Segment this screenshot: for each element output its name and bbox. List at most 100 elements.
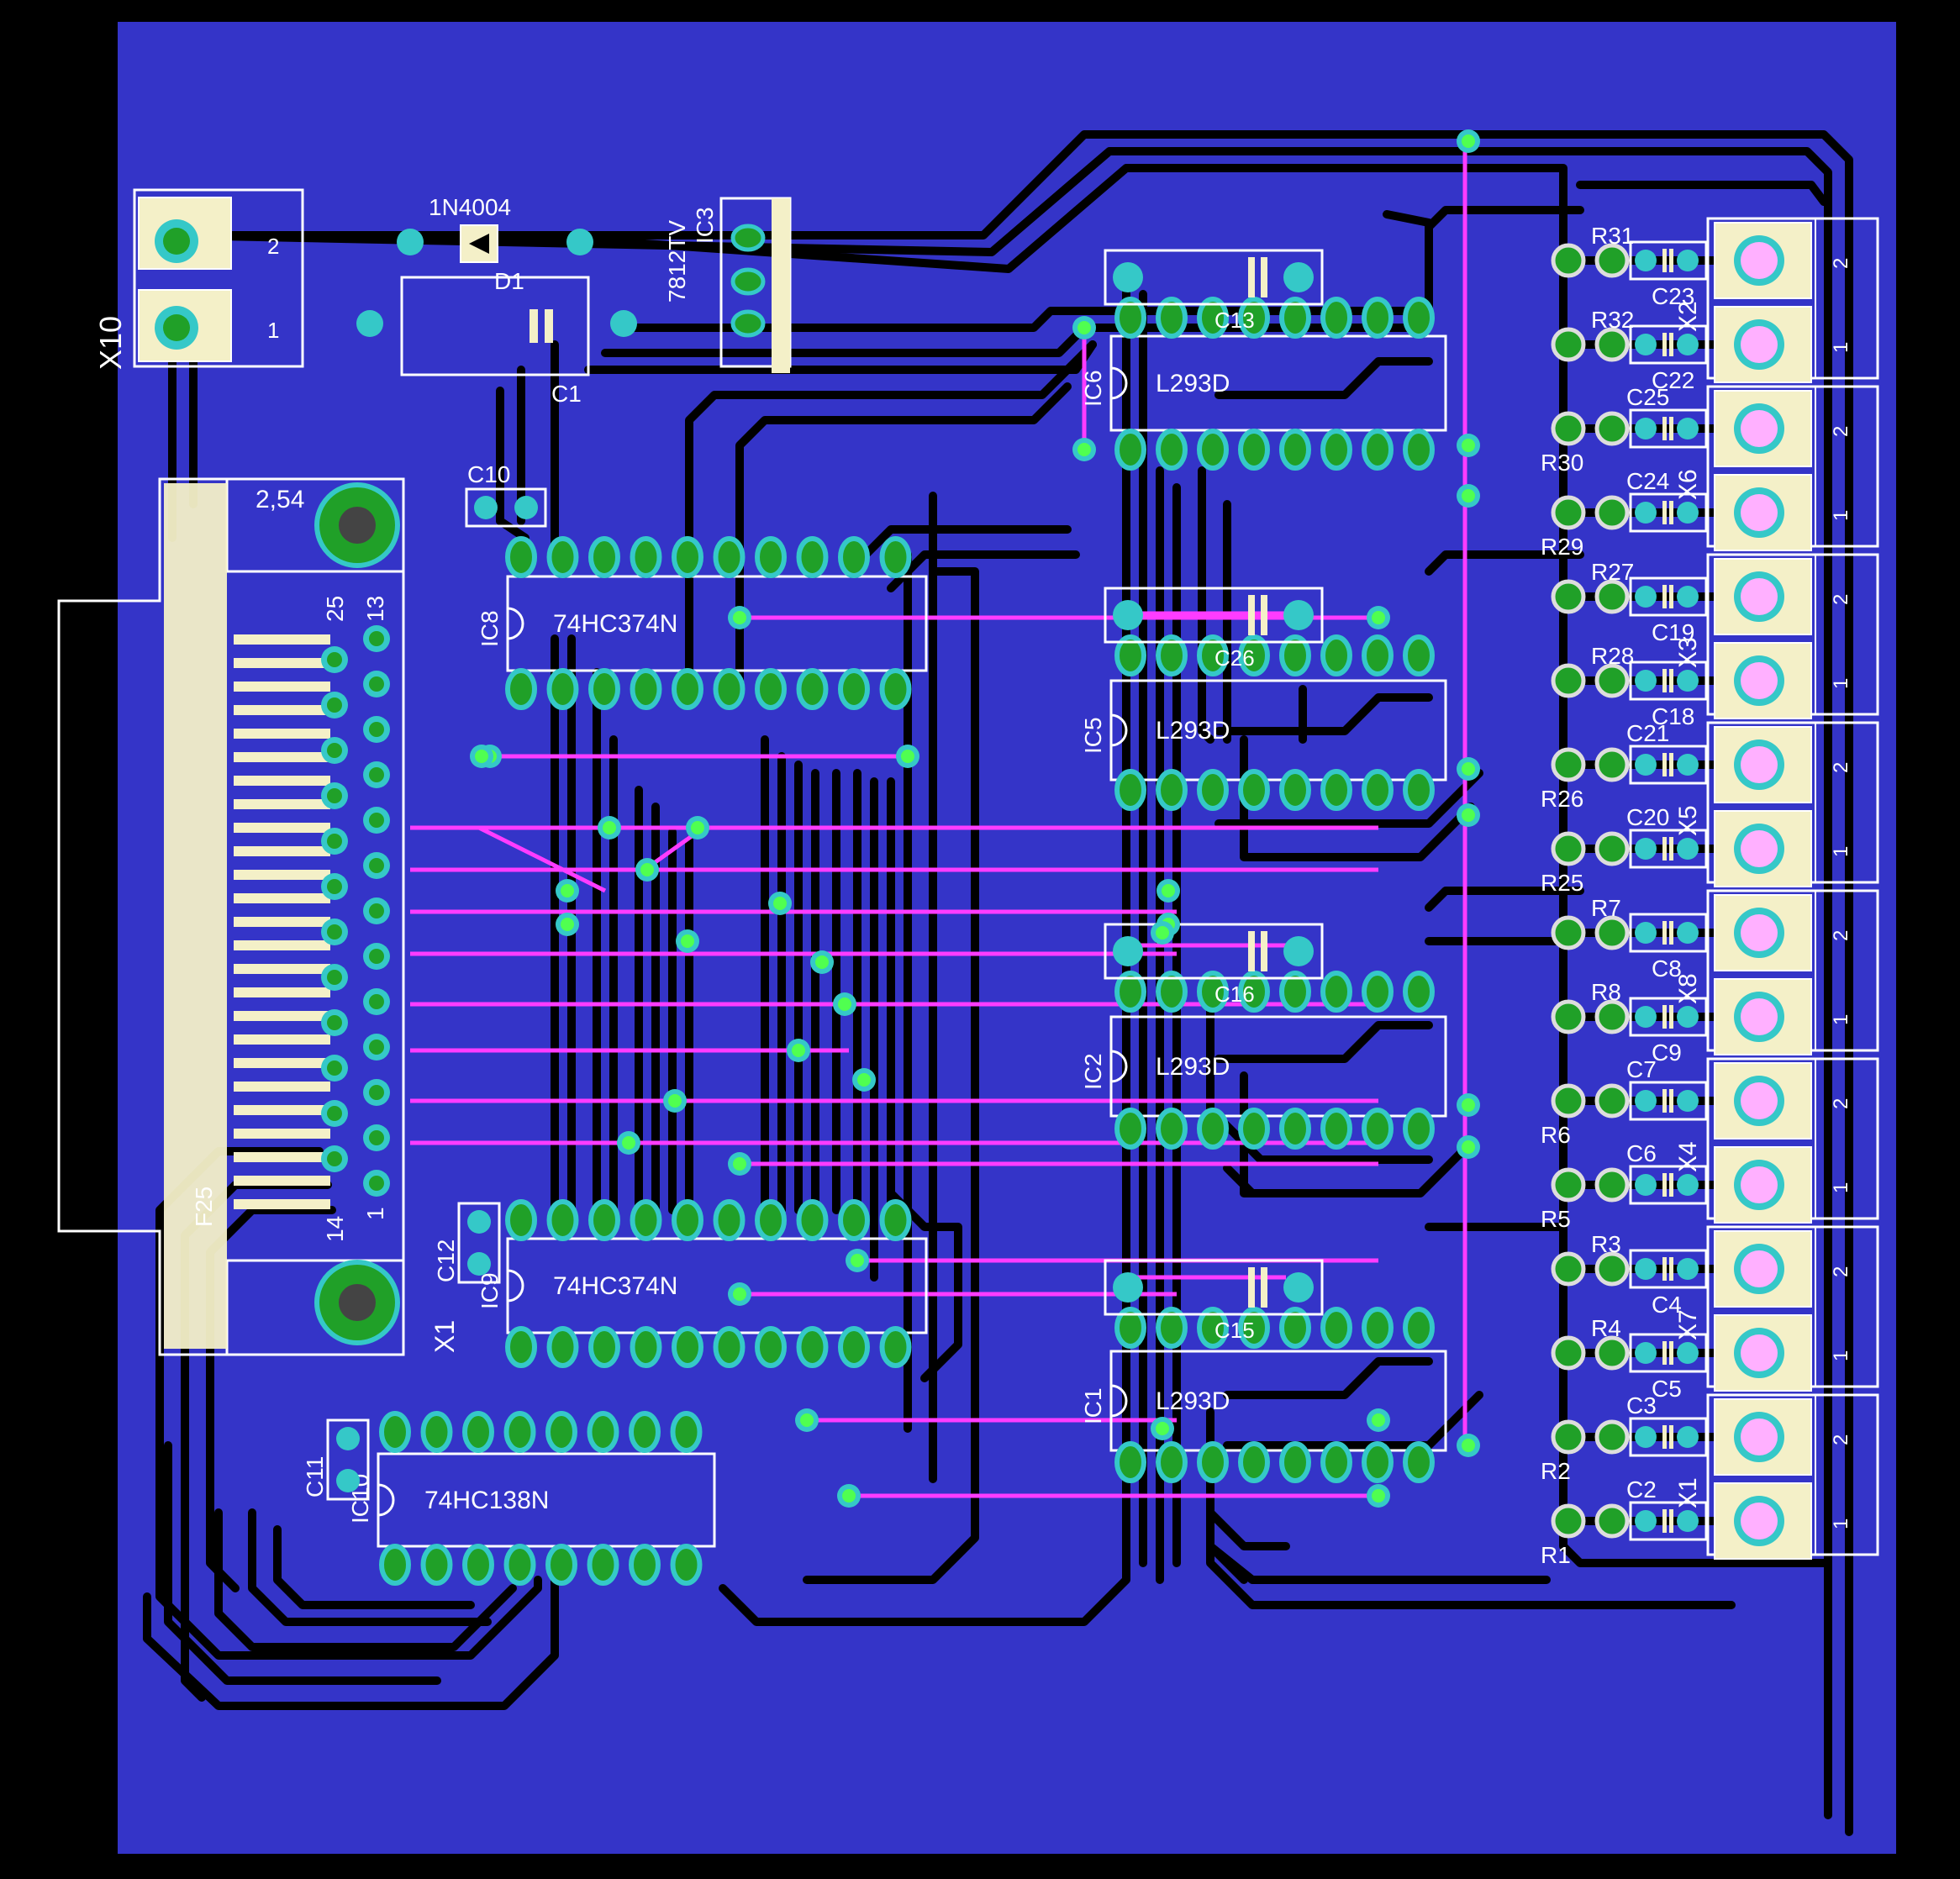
vias — [470, 129, 1480, 1508]
ic9-pin — [838, 1326, 870, 1368]
resistor-pad-b — [1594, 1419, 1630, 1455]
driver-ic5-pin — [1279, 634, 1311, 676]
db25-pin-bottom-row-hole — [327, 879, 342, 894]
ic9-notch — [507, 1269, 524, 1303]
via-hole — [851, 1254, 864, 1267]
rc-cap-plate-b — [1669, 1005, 1673, 1029]
ic10-pin — [379, 1411, 411, 1453]
terminal-pad — [1741, 998, 1778, 1035]
cap-c1-label: C1 — [551, 381, 582, 407]
ic8-pin — [796, 668, 829, 710]
driver-ic2-pin — [1362, 1108, 1394, 1150]
resistor-label: R1 — [1541, 1542, 1571, 1568]
db25-outline — [57, 477, 405, 1356]
ic8-pin — [505, 668, 537, 710]
driver-ic5-pin — [1362, 634, 1394, 676]
cap-c11-pad-a — [336, 1427, 360, 1450]
db25-finger — [234, 1058, 330, 1068]
terminal-pad — [1741, 1334, 1778, 1371]
resistor-pad-a — [1551, 747, 1586, 782]
rc-cap-plate-a — [1662, 1509, 1667, 1533]
rc-cap-plate-a — [1662, 753, 1667, 776]
rc-cap-pad-b — [1677, 250, 1699, 271]
driver-ic2-pin — [1238, 971, 1270, 1013]
driver-ic5-pin — [1279, 769, 1311, 811]
via-hole — [561, 918, 574, 931]
driver-cap-plate-a — [1248, 257, 1255, 297]
db25-finger — [234, 870, 330, 880]
resistor-pad-b — [1594, 495, 1630, 530]
db25-pin-label-1: 1 — [362, 1207, 388, 1220]
small-caps: C12 C11 — [302, 1202, 501, 1501]
rc-cap-plate-a — [1662, 1173, 1667, 1197]
terminal-pad — [1741, 494, 1778, 531]
driver-ic6-notch — [1110, 366, 1128, 400]
regulator-tab — [772, 198, 790, 373]
ic8-pin — [713, 536, 746, 578]
terminal-pad — [1741, 1503, 1778, 1540]
driver-ic5-pin — [1238, 769, 1270, 811]
rc-cap-plate-b — [1669, 1425, 1673, 1449]
driver-ic5-pin — [1197, 634, 1229, 676]
db25-connector: 2,54 25 13 14 1 F25 X1 — [57, 477, 460, 1356]
ic9-pin — [630, 1199, 662, 1241]
db25-finger — [234, 846, 330, 856]
driver-ic2-pin — [1279, 971, 1311, 1013]
terminal-pin-label: 2 — [1830, 1266, 1852, 1277]
rc-cap-plate-b — [1669, 1341, 1673, 1365]
rc-cap-pad-b — [1677, 1258, 1699, 1280]
cap-c11-label: C11 — [302, 1456, 328, 1497]
ic9-pin — [505, 1326, 537, 1368]
ic9-pin — [713, 1199, 746, 1241]
rc-cap-outline — [1629, 576, 1708, 617]
power-connector-designator: X10 — [93, 316, 128, 370]
driver-ic2-pin — [1403, 1108, 1435, 1150]
power-supply-section: 2 1 X10 1N4004 D1 C1 7812TV IC3 C10 — [93, 188, 792, 528]
driver-ic5-outline — [1109, 679, 1447, 782]
resistor-pad-b — [1594, 915, 1630, 950]
driver-cap-pad-b — [1283, 600, 1314, 630]
terminal-designator: X5 — [1674, 805, 1702, 836]
via-hole — [733, 611, 746, 624]
ic8-pin — [630, 668, 662, 710]
ic8-pin — [588, 668, 620, 710]
driver-ic5-pin — [1403, 634, 1435, 676]
resistor-label: R6 — [1541, 1122, 1571, 1148]
via-hole — [901, 750, 914, 763]
ic9-pin — [546, 1199, 579, 1241]
db25-pin-label-13: 13 — [362, 596, 388, 622]
rc-cap-plate-a — [1662, 249, 1667, 272]
driver-ic2-pin — [1156, 1108, 1188, 1150]
power-pin-label-2: 2 — [267, 234, 279, 259]
db25-pin-bottom-row-hole — [327, 1015, 342, 1030]
driver-cap-plate-a — [1248, 595, 1255, 635]
via-hole — [668, 1094, 682, 1108]
rc-cap-plate-a — [1662, 585, 1667, 608]
rc-cap-plate-b — [1669, 417, 1673, 440]
driver-cap-plate-b — [1261, 1267, 1267, 1308]
driver-cap-label: C26 — [1214, 645, 1255, 671]
cap-c10-outline — [465, 487, 547, 528]
db25-pin-top-row-hole — [369, 903, 384, 918]
db25-body — [164, 483, 227, 1349]
rc-cap-outline — [1629, 829, 1708, 869]
terminal-pad — [1741, 242, 1778, 279]
ic10-pin — [587, 1411, 619, 1453]
driver-ic2-pin — [1403, 971, 1435, 1013]
resistor-label: R26 — [1541, 786, 1583, 812]
terminal-pad — [1741, 410, 1778, 447]
driver-cap-c15: C15 — [1104, 1259, 1324, 1343]
resistor-pad-b — [1594, 831, 1630, 866]
driver-ic6-pin — [1238, 297, 1270, 339]
resistor-pad-a — [1551, 579, 1586, 614]
rc-cap-outline — [1629, 913, 1708, 953]
ic9-pin — [838, 1199, 870, 1241]
terminal-pin-label: 2 — [1830, 1098, 1852, 1109]
driver-ic1-pin — [1238, 1307, 1270, 1349]
rc-cap-outline — [1629, 1081, 1708, 1121]
